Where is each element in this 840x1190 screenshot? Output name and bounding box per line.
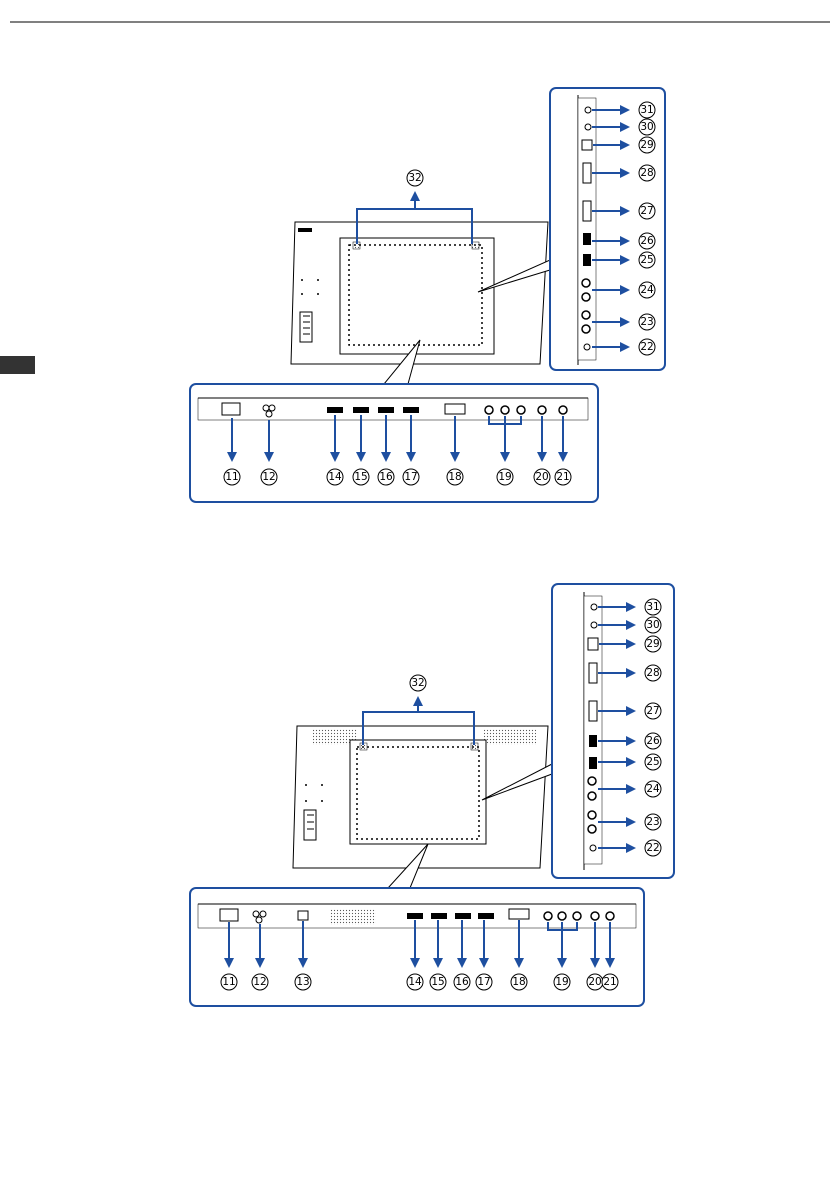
callout-25: 25: [646, 756, 659, 768]
callout-27: 27: [646, 705, 659, 717]
callout-26: 26: [640, 235, 654, 247]
callout-18: 18: [448, 471, 461, 483]
callout-23: 23: [646, 816, 659, 828]
callout-11: 11: [225, 471, 238, 483]
callout-26: 26: [646, 735, 660, 747]
callout-22: 22: [646, 842, 659, 854]
callout-18: 18: [512, 976, 525, 988]
callout-21: 21: [556, 471, 569, 483]
callout-31: 31: [640, 104, 653, 116]
callout-19: 19: [555, 976, 568, 988]
diagram-bottom: 32: [190, 584, 674, 1006]
callout-23: 23: [640, 316, 653, 328]
callout-20: 20: [535, 471, 548, 483]
callout-14: 14: [408, 976, 422, 988]
callout-30: 30: [640, 121, 653, 133]
callout-24: 24: [640, 284, 654, 296]
callout-28: 28: [646, 667, 659, 679]
callout-29: 29: [640, 139, 653, 151]
side-tab: [0, 356, 35, 374]
callout-32-text: 32: [408, 172, 421, 184]
callout-15: 15: [354, 471, 367, 483]
callout-17: 17: [477, 976, 490, 988]
callout-21: 21: [603, 976, 616, 988]
callout-30: 30: [646, 619, 659, 631]
callout-11: 11: [222, 976, 235, 988]
callout-28: 28: [640, 167, 653, 179]
bottom-panel-top: [190, 384, 598, 502]
monitor-rear-bottom: [293, 726, 548, 868]
callout-27: 27: [640, 205, 653, 217]
callout-12: 12: [262, 471, 275, 483]
callout-16: 16: [379, 471, 393, 483]
callout-14: 14: [328, 471, 342, 483]
callout-15: 15: [431, 976, 444, 988]
callout-25: 25: [640, 254, 653, 266]
callout-12: 12: [253, 976, 266, 988]
callout-32: 32: [411, 677, 424, 689]
callout-31: 31: [646, 601, 659, 613]
callout-17: 17: [404, 471, 417, 483]
callout-16: 16: [455, 976, 469, 988]
callout-24: 24: [646, 783, 660, 795]
callout-20: 20: [588, 976, 601, 988]
callout-13: 13: [296, 976, 309, 988]
callout-22: 22: [640, 341, 653, 353]
callout-29: 29: [646, 638, 659, 650]
callout-19: 19: [498, 471, 511, 483]
diagram-top: 32: [190, 88, 665, 502]
